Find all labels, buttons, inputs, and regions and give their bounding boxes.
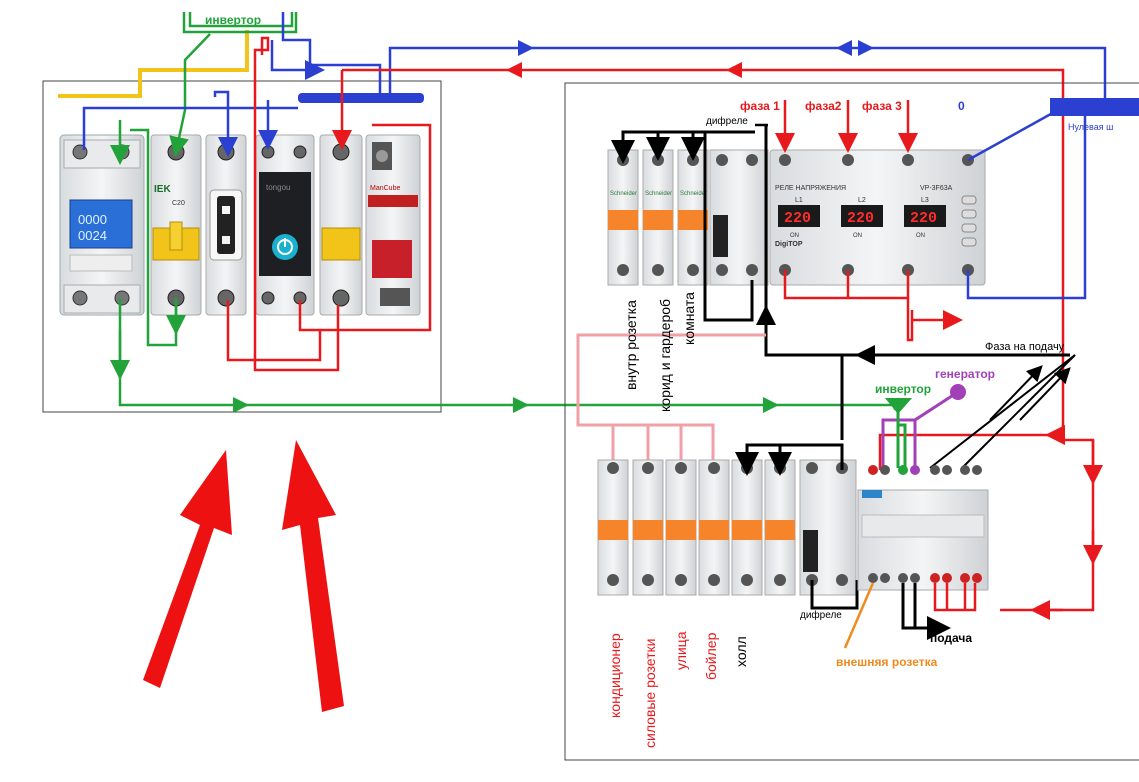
pink-wire	[576, 333, 766, 465]
feed-wire	[901, 583, 951, 640]
top-rcd	[709, 149, 769, 286]
relay-brand: DigiTOP	[775, 241, 803, 248]
outer-socket-wire	[843, 582, 875, 649]
schneider-label-1: Schneider	[610, 191, 637, 197]
schneider-label-2: Schneider	[645, 191, 672, 197]
iek-c20: C20	[172, 200, 185, 207]
relay-l2: L2	[858, 197, 866, 204]
relay-v1: 220	[784, 210, 811, 227]
relay-on-1: ON	[790, 233, 799, 239]
left-neutral-bus	[298, 93, 424, 103]
big-red-arrow-2	[282, 440, 344, 712]
circuit-bottom-0: кондиционер	[607, 633, 623, 718]
relay-title: РЕЛЕ НАПРЯЖЕНИЯ	[775, 185, 846, 192]
din-socket	[205, 134, 247, 316]
inverter-arrow	[885, 398, 912, 414]
difrele-bottom-label: дифреле	[800, 609, 842, 621]
relay-l3: L3	[921, 197, 929, 204]
iek-breaker: IEK C20	[150, 134, 202, 316]
big-red-arrow-1	[143, 450, 232, 688]
mancube-brand: ManCube	[370, 185, 400, 192]
neutral-bus-label: Нулевая ш	[1068, 122, 1113, 132]
bottom-breakers	[597, 459, 796, 596]
circuit-top-0: внутр розетка	[623, 300, 639, 390]
schneider-label-3: Schneider	[680, 191, 707, 197]
inverter-top-box	[182, 12, 298, 34]
inverter-top-label: инвертор	[205, 13, 261, 27]
mancube-rcd: ManCube	[365, 134, 421, 316]
top-breakers: Schneider Schneider Schneider	[607, 149, 709, 286]
relay-l1: L1	[795, 197, 803, 204]
energy-meter: 0000 0024	[59, 134, 145, 316]
circuit-bottom-1: силовые розетки	[642, 639, 658, 748]
green-wire-inverter	[169, 33, 211, 157]
circuit-bottom-3: бойлер	[703, 632, 719, 680]
zero-label: 0	[958, 99, 965, 113]
meter-display-2: 0024	[78, 228, 107, 243]
voltage-relay: РЕЛЕ НАПРЯЖЕНИЯ VP-3F63A L1 L2 L3 220 22…	[769, 149, 986, 286]
circuit-bottom-2: улица	[673, 631, 689, 670]
red-phase-left	[253, 36, 340, 372]
blue-top-line	[388, 46, 1107, 108]
circuit-top-2: комната	[681, 292, 697, 345]
circuit-top-1: корид и гардероб	[657, 299, 673, 412]
relay-model: VP-3F63A	[920, 185, 953, 192]
right-neutral-bus	[1050, 98, 1139, 116]
breaker-c16-left	[319, 134, 363, 316]
bottom-rcd	[799, 459, 857, 596]
yellow-wire	[58, 30, 249, 98]
relay-v3: 220	[910, 210, 937, 227]
circuit-bottom-4: холл	[733, 636, 749, 667]
iek-label: IEK	[154, 184, 171, 195]
relay-v2: 220	[847, 210, 874, 227]
changeover-switch	[857, 465, 989, 591]
phase3-label: фаза 3	[862, 99, 902, 113]
generator-label: генератор	[935, 367, 995, 381]
phase-feed-label: Фаза на подачу	[985, 341, 1065, 353]
phase2-label: фаза2	[805, 99, 842, 113]
inverter-mid-label: инвертор	[875, 382, 931, 396]
relay-on-3: ON	[916, 233, 925, 239]
feed-label: подача	[930, 631, 972, 645]
tongou-brand: tongou	[266, 183, 290, 192]
right-panel-frame	[564, 82, 1139, 761]
smart-relay: tongou	[255, 134, 315, 316]
difrele-top-label: дифреле	[706, 115, 748, 127]
outer-socket-label: внешняя розетка	[836, 655, 938, 669]
meter-display-1: 0000	[78, 212, 107, 227]
relay-on-2: ON	[853, 233, 862, 239]
phase1-label: фаза 1	[740, 99, 780, 113]
